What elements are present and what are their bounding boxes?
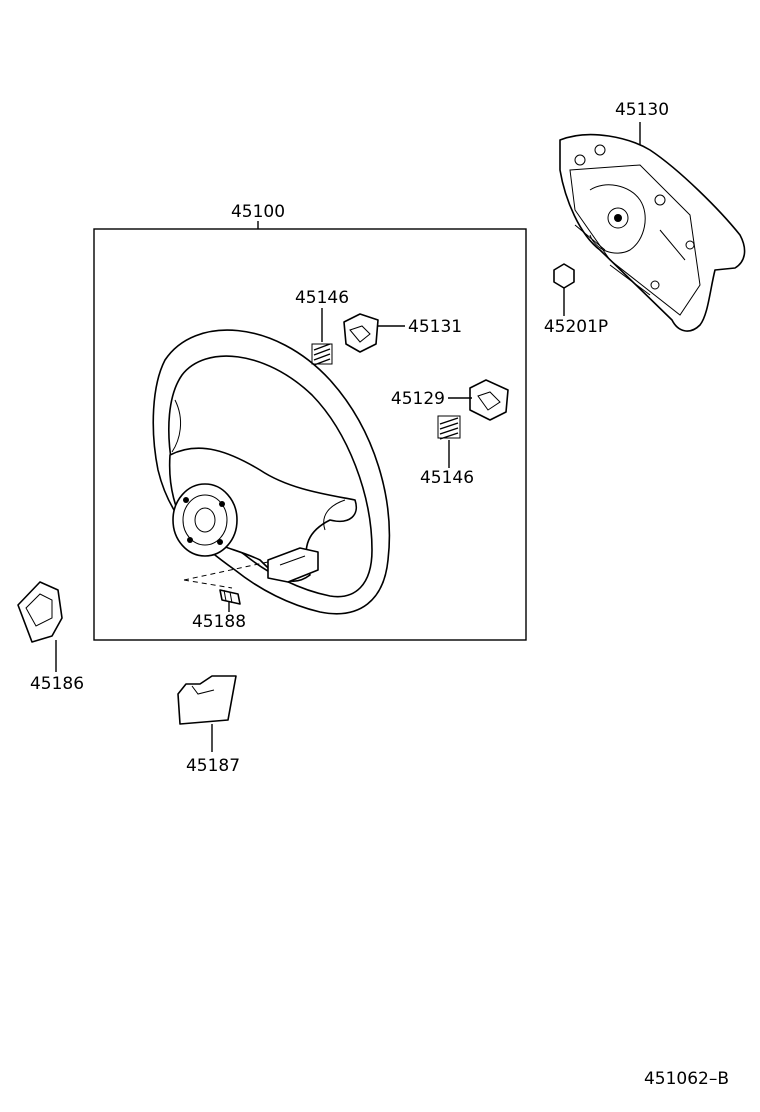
label-45100: 45100	[231, 202, 285, 222]
steering-wheel	[152, 329, 391, 615]
label-45201p: 45201P	[544, 317, 608, 337]
label-45130: 45130	[615, 100, 669, 120]
nut	[553, 263, 575, 316]
label-45131: 45131	[408, 317, 462, 337]
label-45186: 45186	[30, 674, 84, 694]
airbag-module	[559, 122, 746, 332]
cover-45131	[343, 313, 405, 353]
cover-45186	[17, 581, 63, 672]
assembly-frame	[93, 221, 527, 641]
bolt	[219, 589, 241, 612]
spring-right	[437, 415, 461, 468]
label-45188: 45188	[192, 612, 246, 632]
label-45146-right: 45146	[420, 468, 474, 488]
cover-45187	[177, 675, 237, 752]
label-45146-top: 45146	[295, 288, 349, 308]
spring-top	[311, 308, 333, 366]
label-45129: 45129	[391, 389, 445, 409]
bolt-guide-line	[183, 561, 269, 589]
cover-45129	[448, 379, 509, 421]
label-45187: 45187	[186, 756, 240, 776]
figure-code: 451062–B	[644, 1069, 729, 1089]
